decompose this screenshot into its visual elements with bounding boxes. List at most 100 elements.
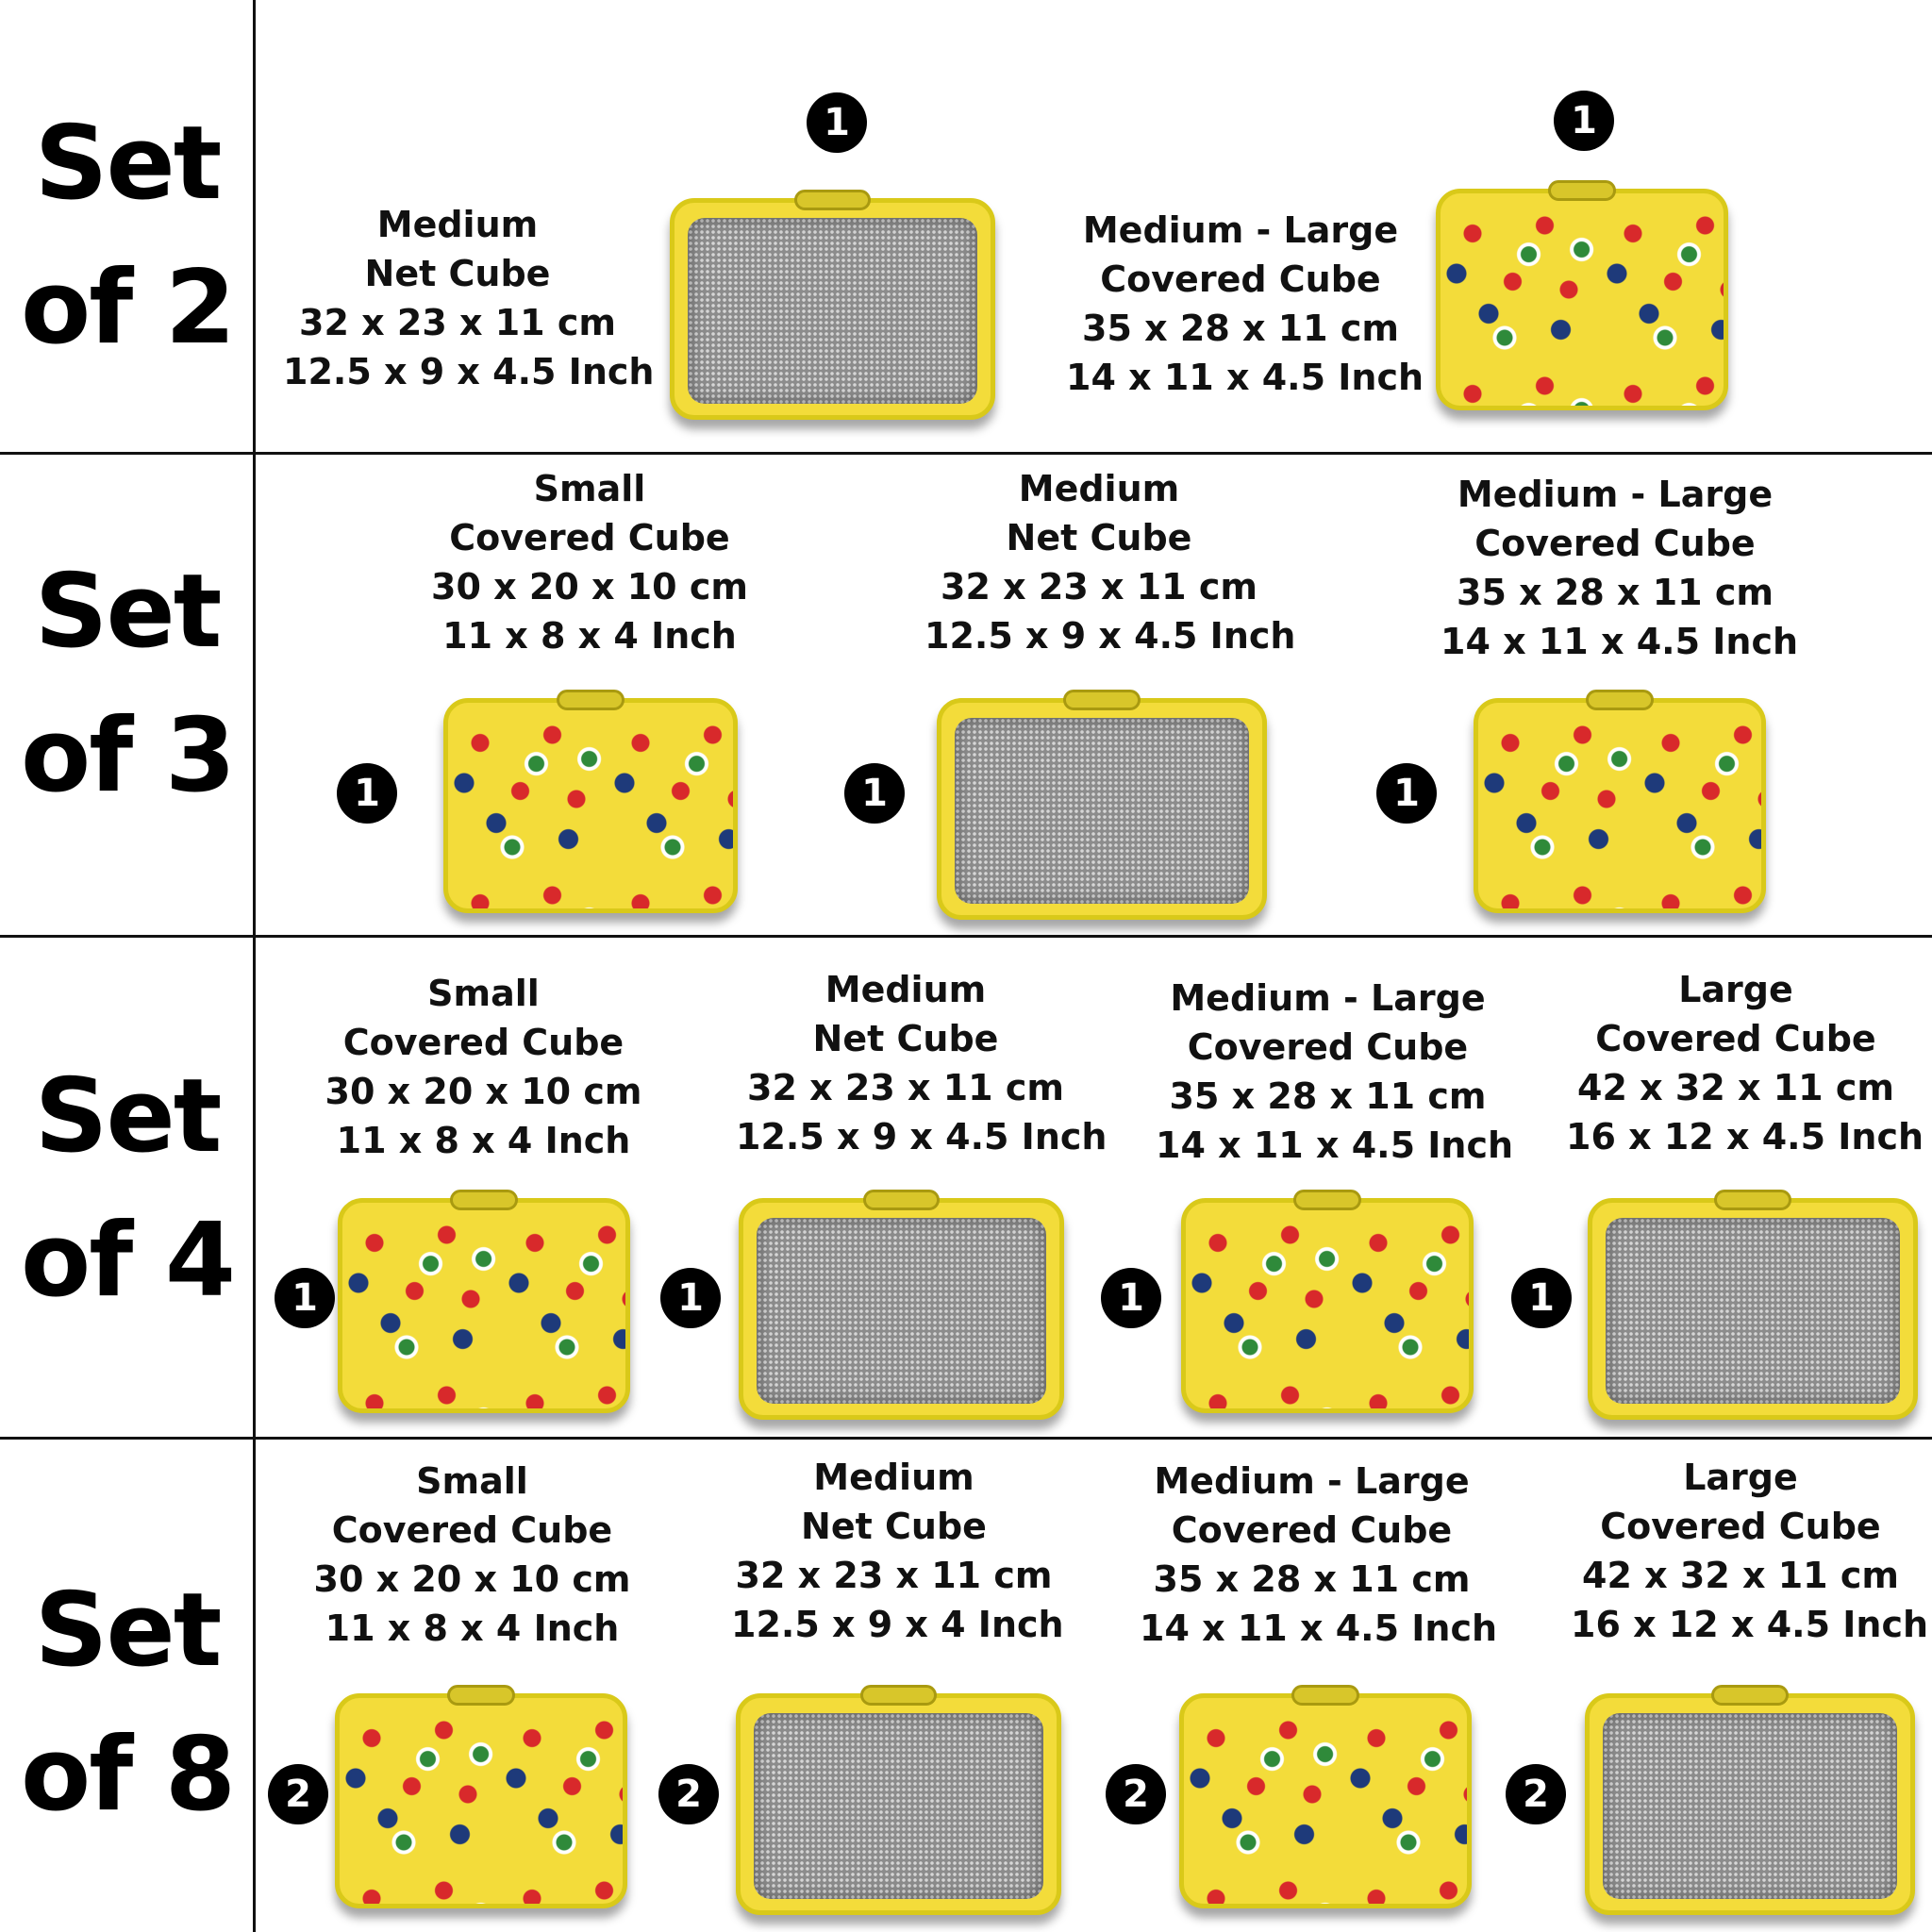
item-inch: 14 x 11 x 4.5 Inch [1140, 1607, 1498, 1649]
mesh-panel [688, 218, 977, 404]
item-size: Medium [813, 1457, 974, 1498]
cube-handle [794, 190, 871, 210]
quantity-badge: 2 [1506, 1764, 1566, 1824]
item-cm: 32 x 23 x 11 cm [735, 1555, 1053, 1596]
item-cm: 35 x 28 x 11 cm [1169, 1075, 1487, 1117]
net-cube-image [736, 1685, 1061, 1915]
item-size: Small [416, 1460, 528, 1502]
cube-handle [450, 1190, 518, 1210]
item-cm: 32 x 23 x 11 cm [299, 302, 616, 343]
item-kind: Covered Cube [1100, 258, 1381, 300]
set-count: of 8 [21, 1716, 236, 1834]
covered-cube-image [335, 1685, 627, 1908]
item-size: Medium - Large [1457, 474, 1774, 515]
set-count: of 2 [21, 249, 236, 367]
row-divider [0, 452, 1932, 455]
item-inch: 14 x 11 x 4.5 Inch [1156, 1124, 1514, 1166]
item-kind: Net Cube [812, 1018, 999, 1059]
quantity-badge: 1 [1101, 1268, 1161, 1328]
set-label-2: Set of 2 [0, 113, 255, 359]
item-inch: 12.5 x 9 x 4.5 Inch [924, 615, 1296, 657]
mesh-panel [1606, 1218, 1900, 1404]
item-size: Medium - Large [1154, 1460, 1470, 1502]
item-description: Medium - Large Covered Cube 35 x 28 x 11… [1140, 1457, 1498, 1653]
covered-cube-image [1474, 690, 1766, 913]
item-cm: 30 x 20 x 10 cm [431, 566, 748, 608]
cube-handle [1714, 1190, 1791, 1210]
covered-cube-image [1181, 1190, 1474, 1413]
vertical-divider [253, 0, 256, 1932]
net-cube-image [739, 1190, 1064, 1420]
item-description: Small Covered Cube 30 x 20 x 10 cm 11 x … [305, 1457, 640, 1653]
item-kind: Covered Cube [331, 1509, 613, 1551]
covered-cube-image [1179, 1685, 1472, 1908]
item-inch: 12.5 x 9 x 4.5 Inch [283, 351, 655, 392]
item-description: Medium - Large Covered Cube 35 x 28 x 11… [1066, 206, 1424, 402]
mesh-panel [955, 718, 1249, 904]
quantity-badge: 1 [1554, 91, 1614, 151]
cube-handle [1548, 180, 1616, 201]
item-kind: Net Cube [801, 1506, 987, 1547]
quantity-badge: 1 [844, 763, 905, 824]
cube-handle [1711, 1685, 1789, 1706]
item-size: Medium [376, 204, 539, 245]
mesh-panel [754, 1713, 1043, 1899]
cube-handle [1291, 1685, 1359, 1706]
item-description: Medium Net Cube 32 x 23 x 11 cm 12.5 x 9… [731, 1453, 1064, 1649]
item-description: Small Covered Cube 30 x 20 x 10 cm 11 x … [316, 969, 651, 1165]
item-size: Large [1678, 969, 1793, 1010]
cube-handle [556, 690, 625, 710]
item-cm: 35 x 28 x 11 cm [1457, 572, 1774, 613]
covered-cube-image [1436, 180, 1728, 410]
item-size: Medium - Large [1082, 209, 1399, 251]
item-kind: Covered Cube [1600, 1506, 1881, 1547]
item-kind: Covered Cube [342, 1022, 625, 1063]
set-label-3: Set of 3 [0, 561, 255, 808]
cube-handle [1586, 690, 1654, 710]
item-kind: Net Cube [1006, 517, 1192, 558]
set-label-4: Set of 4 [0, 1066, 255, 1312]
quantity-badge: 1 [275, 1268, 335, 1328]
mesh-panel [757, 1218, 1046, 1404]
cube-handle [860, 1685, 937, 1706]
item-inch: 14 x 11 x 4.5 Inch [1066, 357, 1424, 398]
item-inch: 11 x 8 x 4 Inch [336, 1120, 631, 1161]
item-cm: 42 x 32 x 11 cm [1582, 1555, 1899, 1596]
item-cm: 32 x 23 x 11 cm [747, 1067, 1064, 1108]
item-cm: 35 x 28 x 11 cm [1153, 1558, 1471, 1600]
item-description: Medium Net Cube 32 x 23 x 11 cm 12.5 x 9… [736, 965, 1107, 1161]
item-description: Medium Net Cube 32 x 23 x 11 cm 12.5 x 9… [924, 464, 1296, 660]
item-cm: 30 x 20 x 10 cm [313, 1558, 631, 1600]
quantity-badge: 1 [1376, 763, 1437, 824]
item-size: Medium [1018, 468, 1180, 509]
net-cube-image [937, 690, 1267, 920]
item-size: Large [1683, 1457, 1798, 1498]
item-size: Small [427, 973, 540, 1014]
item-inch: 11 x 8 x 4 Inch [442, 615, 737, 657]
item-description: Large Covered Cube 42 x 32 x 11 cm 16 x … [1566, 965, 1924, 1161]
set-word: Set [34, 1572, 223, 1690]
item-size: Medium [824, 969, 987, 1010]
set-count: of 3 [21, 697, 236, 815]
item-cm: 35 x 28 x 11 cm [1082, 308, 1399, 349]
item-description: Medium - Large Covered Cube 35 x 28 x 11… [1441, 470, 1798, 666]
cube-handle [1063, 690, 1141, 710]
set-count: of 4 [21, 1202, 236, 1320]
item-description: Medium Net Cube 32 x 23 x 11 cm 12.5 x 9… [283, 200, 655, 396]
item-kind: Covered Cube [449, 517, 730, 558]
quantity-badge: 1 [660, 1268, 721, 1328]
quantity-badge: 2 [658, 1764, 719, 1824]
item-kind: Covered Cube [1187, 1026, 1469, 1068]
net-cube-image [1588, 1190, 1918, 1420]
covered-cube-image [338, 1190, 630, 1413]
row-divider [0, 935, 1932, 938]
set-label-8: Set of 8 [0, 1580, 255, 1826]
item-inch: 16 x 12 x 4.5 Inch [1571, 1604, 1929, 1645]
mesh-panel [1603, 1713, 1897, 1899]
set-word: Set [34, 105, 223, 223]
item-size: Medium - Large [1170, 977, 1486, 1019]
net-cube-image [1585, 1685, 1915, 1915]
set-word: Set [34, 553, 223, 671]
item-description: Large Covered Cube 42 x 32 x 11 cm 16 x … [1571, 1453, 1929, 1649]
cube-handle [447, 1685, 515, 1706]
